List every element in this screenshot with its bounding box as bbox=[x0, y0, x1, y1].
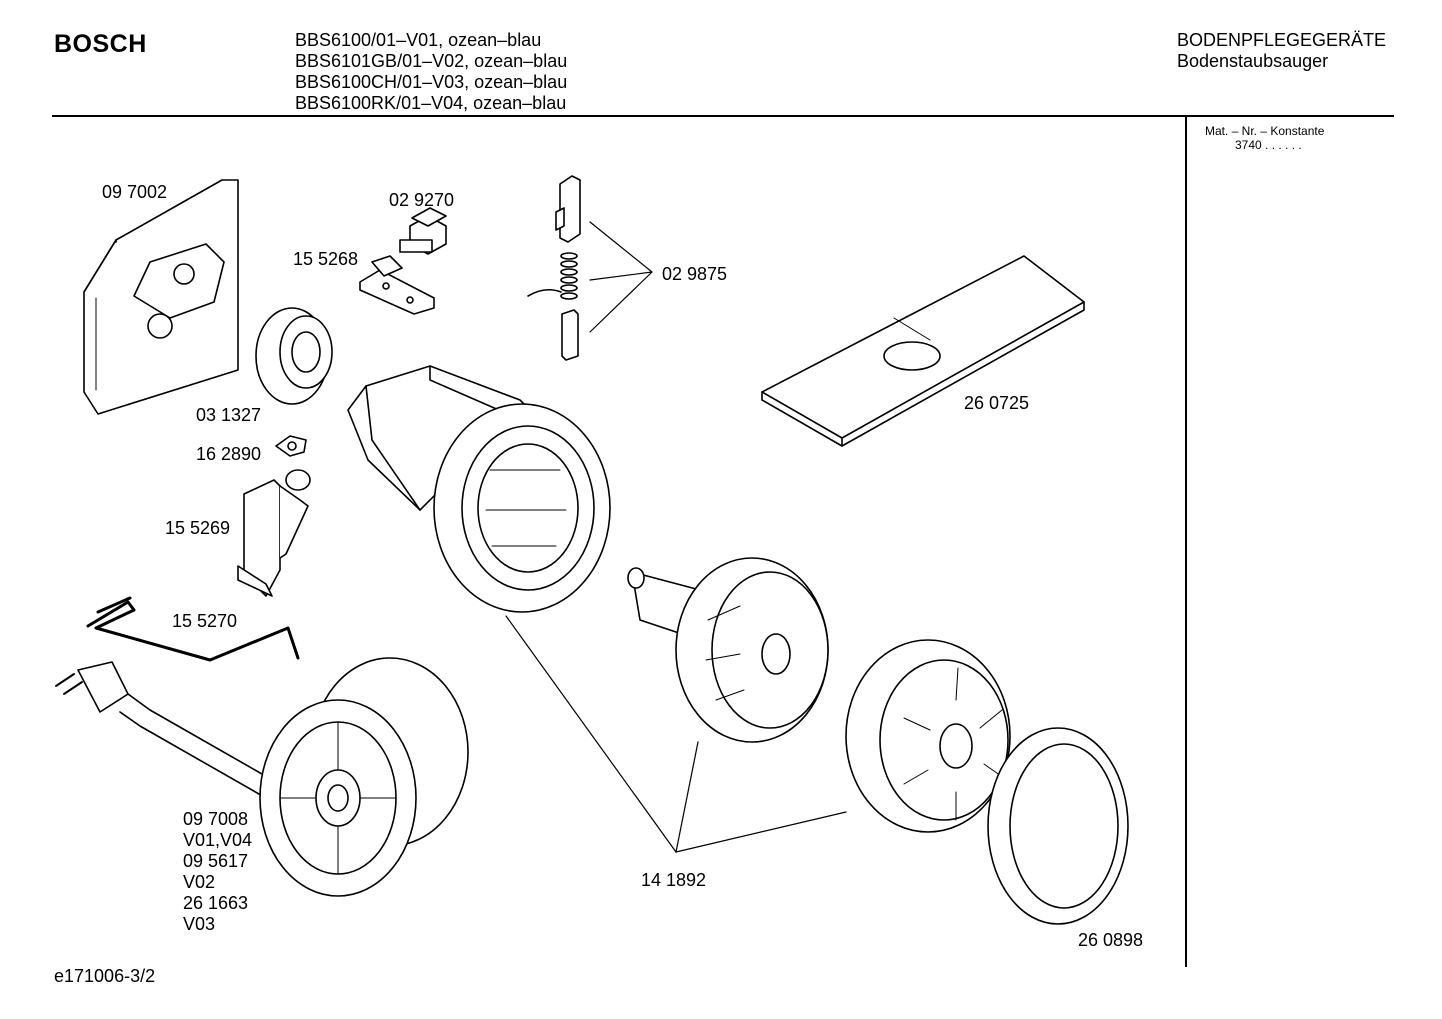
header-divider bbox=[52, 115, 1394, 117]
material-constant-value: 3740 . . . . . . bbox=[1235, 138, 1302, 152]
brand-logo: BOSCH bbox=[54, 30, 147, 58]
part-label: 09 7002 bbox=[102, 182, 168, 202]
part-label: 15 5268 bbox=[293, 249, 359, 269]
material-constant-title: Mat. – Nr. – Konstante bbox=[1205, 124, 1325, 138]
variant-label: V01,V04 bbox=[183, 830, 253, 850]
model-list: BBS6100/01–V01, ozean–blau BBS6101GB/01–… bbox=[295, 30, 567, 114]
part-label: 09 7008 bbox=[183, 809, 249, 829]
part-clip bbox=[275, 435, 307, 457]
part-bearing-ring bbox=[255, 307, 333, 405]
part-holder-bracket bbox=[237, 469, 311, 597]
part-carbon-brush-set bbox=[527, 175, 653, 361]
part-label: 16 2890 bbox=[196, 444, 262, 464]
part-label: 26 0725 bbox=[964, 393, 1030, 413]
part-switch-button bbox=[399, 207, 447, 255]
part-filter-plate bbox=[761, 255, 1085, 447]
category-title: BODENPFLEGEGERÄTE bbox=[1177, 30, 1387, 50]
part-switch-bracket bbox=[359, 255, 435, 315]
category-block: BODENPFLEGEGERÄTE Bodenstaubsauger bbox=[1177, 30, 1386, 72]
model-line: BBS6100CH/01–V03, ozean–blau bbox=[295, 72, 568, 92]
material-constant: Mat. – Nr. – Konstante 3740 . . . . . . bbox=[1205, 124, 1324, 152]
part-label: 09 5617 bbox=[183, 851, 249, 871]
category-subtitle: Bodenstaubsauger bbox=[1177, 51, 1329, 71]
model-line: BBS6100/01–V01, ozean–blau bbox=[295, 30, 542, 50]
part-label: 14 1892 bbox=[641, 870, 707, 890]
part-label: 02 9270 bbox=[389, 190, 455, 210]
part-motor-housing bbox=[347, 365, 611, 613]
variant-label: V02 bbox=[183, 872, 216, 892]
drawing-id: e171006-3/2 bbox=[54, 966, 156, 986]
part-label: 03 1327 bbox=[196, 405, 262, 425]
cord-reel-labels: 09 7008 V01,V04 09 5617 V02 26 1663 V03 bbox=[183, 809, 252, 935]
side-divider bbox=[1185, 117, 1187, 967]
part-cover-plate bbox=[83, 179, 239, 415]
part-label: 15 5270 bbox=[172, 611, 238, 631]
model-line: BBS6101GB/01–V02, ozean–blau bbox=[295, 51, 568, 71]
part-label: 26 1663 bbox=[183, 893, 249, 913]
callout-lines bbox=[505, 615, 847, 853]
part-cord-reel bbox=[55, 657, 469, 897]
part-label: 26 0898 bbox=[1078, 930, 1144, 950]
model-line: BBS6100RK/01–V04, ozean–blau bbox=[295, 93, 567, 113]
part-wire-bracket bbox=[86, 596, 300, 662]
variant-label: V03 bbox=[183, 914, 216, 934]
part-label: 15 5269 bbox=[165, 518, 231, 538]
part-motor-cap bbox=[845, 639, 1011, 833]
part-label: 02 9875 bbox=[662, 264, 728, 284]
part-motor-armature bbox=[627, 557, 829, 743]
part-seal-ring bbox=[987, 727, 1129, 925]
